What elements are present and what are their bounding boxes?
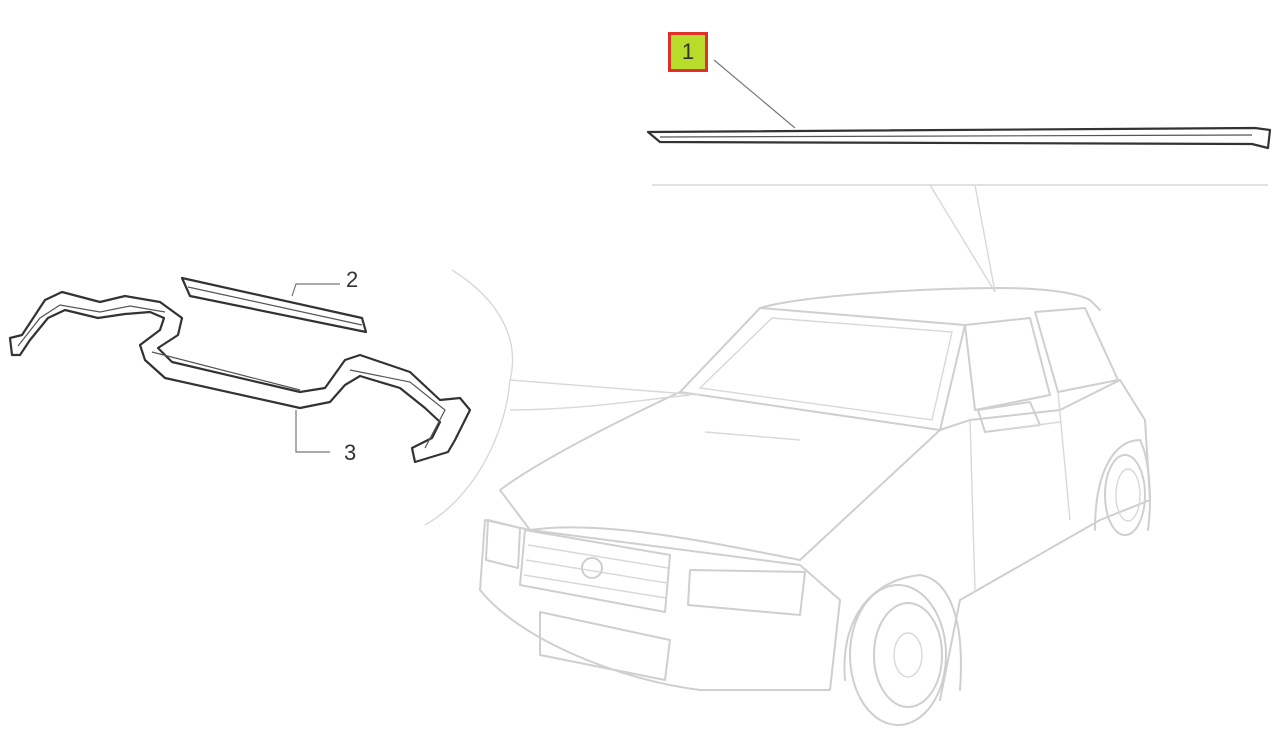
leader-line-3 [295,410,330,453]
leader-line-1 [713,59,796,129]
part-1-roof-moulding[interactable] [646,59,1272,150]
callout-1-highlighted[interactable]: 1 [668,32,708,72]
callout-1-label: 1 [681,39,695,64]
part-3-front-seal[interactable]: 3 [8,290,472,465]
callout-2: 2 [346,267,358,292]
leader-line-2 [291,283,340,297]
callout-3: 3 [344,440,356,465]
car-illustration [424,184,1268,726]
part-2-seal-strip[interactable]: 2 [180,267,368,334]
